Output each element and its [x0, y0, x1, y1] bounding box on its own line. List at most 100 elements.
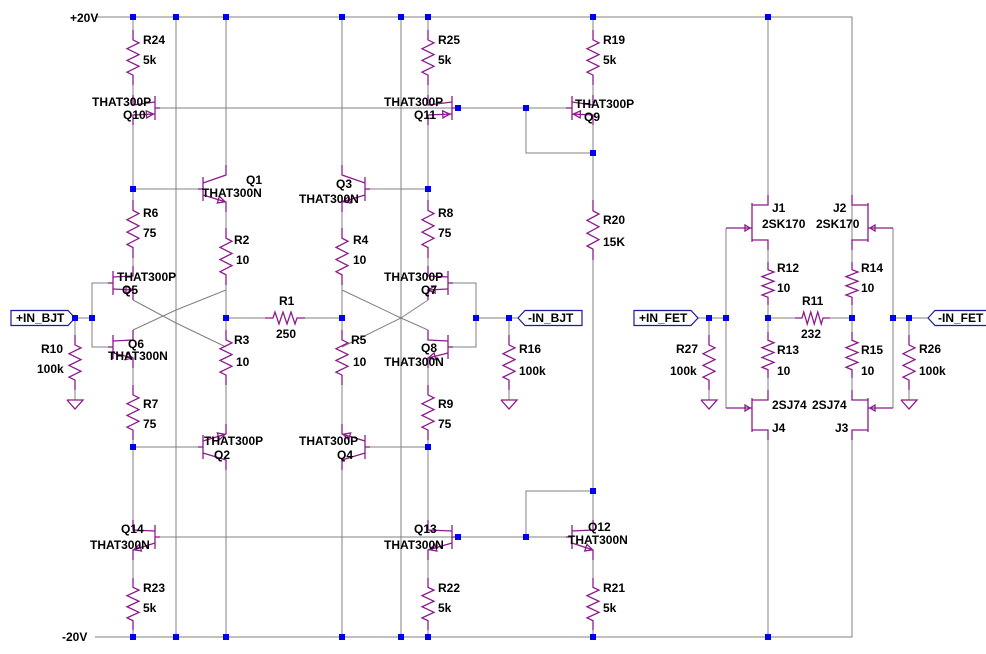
junction-dot — [398, 14, 404, 20]
resistor-r22 — [420, 578, 436, 630]
junction-dot — [706, 315, 712, 321]
junction-dot — [590, 488, 596, 494]
r27-value: 100k — [670, 364, 697, 378]
q2-part: THAT300P — [204, 434, 263, 448]
transistor-j2 — [851, 195, 893, 250]
transistor-q14 — [132, 520, 160, 560]
ground-symbol — [66, 399, 85, 410]
q14-ref: Q14 — [121, 522, 144, 536]
r3-ref: R3 — [234, 333, 250, 347]
r2-value: 10 — [236, 253, 250, 267]
port-in-fet-neg — [927, 309, 986, 327]
junction-dot — [425, 634, 431, 640]
r4-value: 10 — [353, 253, 367, 267]
q2-ref: Q2 — [214, 448, 230, 462]
port-in-bjt-neg — [517, 309, 583, 327]
junction-dot — [173, 14, 179, 20]
r21-ref: R21 — [603, 581, 625, 595]
labels-layer: +20V-20VR245kTHAT300PQ10R675THAT300PQ5Q6… — [16, 11, 984, 644]
transistor-q2 — [198, 424, 227, 470]
resistor-r12 — [760, 262, 776, 305]
r9-ref: R9 — [438, 397, 454, 411]
r21-value: 5k — [603, 601, 617, 615]
port-in-bjt-neg-label: -IN_BJT — [528, 311, 574, 325]
wire — [525, 490, 593, 537]
junction-dot — [130, 14, 136, 20]
resistor-r8 — [420, 200, 436, 258]
j1-ref: J1 — [772, 201, 786, 215]
rail-top-label: +20V — [70, 11, 98, 25]
wire — [341, 289, 429, 331]
r7-value: 75 — [143, 417, 157, 431]
r4-ref: R4 — [353, 233, 369, 247]
resistor-r9 — [420, 385, 436, 440]
resistor-r21 — [585, 578, 601, 630]
transistor-q3 — [341, 165, 370, 212]
junction-dot — [223, 315, 229, 321]
junction-dot — [173, 634, 179, 640]
r7-ref: R7 — [143, 397, 159, 411]
resistor-r4 — [334, 228, 350, 285]
r10-value: 100k — [37, 362, 64, 376]
resistor-r26 — [901, 335, 917, 390]
resistor-r14 — [844, 262, 860, 305]
transistor-q13 — [427, 520, 458, 560]
rail-bottom-label: -20V — [62, 630, 87, 644]
resistor-r16 — [501, 335, 517, 390]
junction-dot — [590, 14, 596, 20]
q4-ref: Q4 — [337, 448, 353, 462]
junction-dot — [473, 315, 479, 321]
junction-dot — [339, 634, 345, 640]
resistor-r10 — [67, 335, 83, 390]
resistor-r19 — [585, 30, 601, 85]
port-in-bjt-pos-label: +IN_BJT — [16, 311, 65, 325]
r5-ref: R5 — [351, 333, 367, 347]
q11-ref: Q11 — [414, 108, 436, 122]
r15-ref: R15 — [861, 343, 883, 357]
transistor-j4 — [726, 390, 769, 440]
q8-ref: Q8 — [421, 341, 437, 355]
j3-part: 2SJ74 — [812, 398, 847, 412]
junction-dot — [130, 186, 136, 192]
j2-part: 2SK170 — [816, 217, 860, 231]
r6-ref: R6 — [143, 206, 159, 220]
j4-part: 2SJ74 — [772, 398, 807, 412]
q5-ref: Q5 — [122, 283, 138, 297]
r9-value: 75 — [438, 417, 452, 431]
r2-ref: R2 — [234, 233, 250, 247]
resistor-r23 — [125, 578, 141, 630]
r11-value: 232 — [801, 327, 821, 341]
junction-dot — [339, 14, 345, 20]
r12-value: 10 — [777, 281, 791, 295]
r22-ref: R22 — [438, 581, 460, 595]
junction-dot — [765, 634, 771, 640]
q3-ref: Q3 — [336, 177, 352, 191]
junction-dot — [425, 444, 431, 450]
junction-dot — [89, 315, 95, 321]
q4-part: THAT300P — [299, 434, 358, 448]
resistor-r27 — [701, 335, 717, 390]
r22-value: 5k — [438, 601, 452, 615]
junction-dot — [398, 634, 404, 640]
r11-ref: R11 — [802, 294, 824, 308]
r5-value: 10 — [353, 355, 367, 369]
resistor-r15 — [844, 332, 860, 378]
junction-dot — [223, 634, 229, 640]
q7-ref: Q7 — [421, 283, 437, 297]
j4-ref: J4 — [772, 421, 786, 435]
q12-ref: Q12 — [588, 520, 611, 534]
transistor-j1 — [726, 195, 769, 250]
resistor-r13 — [760, 332, 776, 378]
junction-dot — [590, 150, 596, 156]
r26-value: 100k — [919, 364, 946, 378]
junction-dot — [425, 186, 431, 192]
r6-value: 75 — [143, 226, 157, 240]
junction-dot — [523, 534, 529, 540]
r8-ref: R8 — [438, 206, 454, 220]
transistor-q10 — [132, 95, 160, 125]
r26-ref: R26 — [919, 342, 941, 356]
junction-dot — [130, 444, 136, 450]
r24-value: 5k — [143, 53, 157, 67]
junction-dot — [72, 315, 78, 321]
